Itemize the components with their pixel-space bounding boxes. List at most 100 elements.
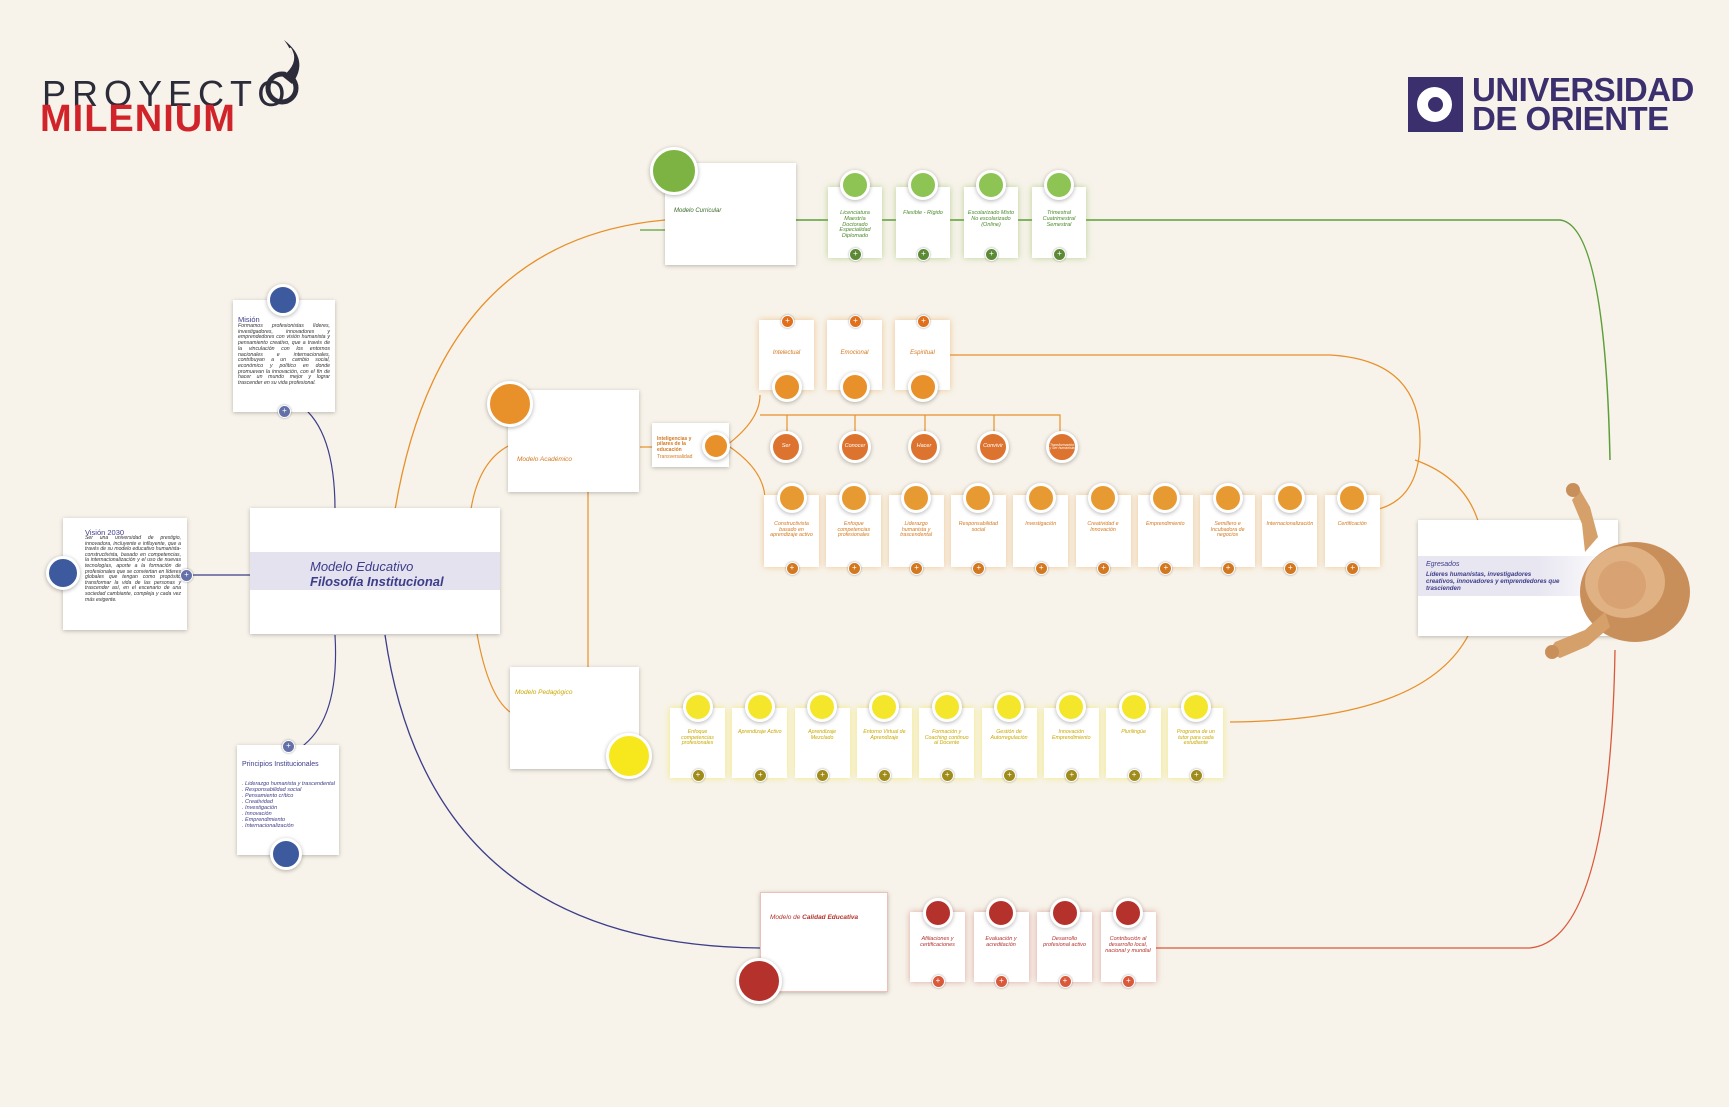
inteligencia-plus-icon[interactable]: + [849,315,862,328]
mision-card: Misión Formamos profesionistas líderes, … [233,300,335,412]
calidad-path [1150,649,1616,949]
pedagogico-item-circle [744,692,775,722]
transversalidad-label: Transversalidad [657,454,693,460]
curricular-item-plus-icon[interactable]: + [985,248,998,261]
pedagogico-item-plus-icon[interactable]: + [816,769,830,782]
pedagogico-item-plus-icon[interactable]: + [1003,769,1016,782]
calidad-item-plus-icon[interactable]: + [1122,975,1135,988]
inteligencia-label: Espiritual [910,350,935,356]
inteligencias-circle [702,432,730,460]
egresados-title: Egresados [1426,561,1460,568]
pedagogico-item-plus-icon[interactable]: + [753,769,767,782]
curricular-item-circle [840,170,870,200]
curricular-item-plus-icon[interactable]: + [917,248,930,261]
pedagogico-item-circle [994,692,1024,722]
academico-item-label: Internacionalización [1266,521,1314,527]
academico-item-label: Liderazgo humanista y trascendental [900,521,932,539]
curricular-item-label: Trimestral Cuatrimestral Semestral [1042,210,1076,228]
principio-item: . Internacionalización [242,823,294,830]
academico-item-plus-icon[interactable]: + [1097,562,1110,575]
pedagogico-item-label: Formación y Coaching continuo al Docente [924,729,969,747]
academico-item-circle [1150,483,1181,513]
academico-item-plus-icon[interactable]: + [1283,562,1297,575]
pedagogico-item-label: Enfoque competencias profesionales [681,729,714,747]
logo-milenium-text: MILENIUM [40,98,236,140]
principios-link [299,634,337,749]
pedagogico-item-circle [807,692,838,722]
calidad-item-card: Desarrollo profesional activo [1037,912,1092,982]
calidad-item-circle [1049,898,1080,928]
mision-circle [267,284,299,316]
principios-title: Principios Institucionales [242,761,319,768]
pedagogico-item-plus-icon[interactable]: + [691,769,705,782]
curricular-item-label: Licenciatura Maestría Doctorado Especial… [839,210,871,240]
academico-item-plus-icon[interactable]: + [972,562,986,575]
calidad-item-plus-icon[interactable]: + [931,975,945,988]
mision-body: Formamos profesionistas líderes, investi… [238,323,330,387]
academico-item-plus-icon[interactable]: + [1221,562,1235,575]
mision-link [299,404,336,511]
inteligencia-circle [772,372,802,402]
calidad-item-plus-icon[interactable]: + [995,975,1008,988]
uo-emblem-icon [1408,77,1463,132]
principios-plus-icon[interactable]: + [282,740,295,753]
pilar-label: Hacer [916,443,932,450]
pedagogico-item-circle [1118,692,1149,722]
academico-item-plus-icon[interactable]: + [1159,562,1173,575]
center-line2: Filosofía Institucional [310,574,444,589]
academico-item-plus-icon[interactable]: + [847,562,861,575]
academico-item-plus-icon[interactable]: + [1034,562,1048,575]
pilar-label: Conocer [844,443,866,450]
curricular-item-circle [1044,170,1074,200]
academico-item-circle [1337,483,1368,513]
outer-orbit-left-top [394,219,666,511]
pedagogico-item-plus-icon[interactable]: + [1065,769,1079,782]
uo-line2: DE ORIENTE [1472,100,1669,137]
curricular-path [795,219,1611,461]
flame-icon [265,40,300,105]
inteligencia-plus-icon[interactable]: + [781,315,794,328]
academico-item-plus-icon[interactable]: + [785,562,799,575]
principio-item: . Liderazgo humanista y trascendental [242,781,335,787]
calidad-item-circle [922,898,953,928]
pilar-circle: Transformación y Ser humanista [1046,431,1078,463]
calidad-item-plus-icon[interactable]: + [1058,975,1072,988]
calidad-item-label: Evaluación y acreditación [985,936,1017,948]
academico-item-label: Emprendimiento [1146,521,1185,527]
center-line1: Modelo Educativo [310,559,414,574]
pedagogico-item-plus-icon[interactable]: + [1189,769,1203,782]
inteligencias-card: Inteligencias y pilares de la educación … [652,423,729,467]
academico-item-circle [1088,483,1118,513]
academico-item-circle [776,483,807,513]
academico-item-plus-icon[interactable]: + [910,562,924,575]
calidad-item-label: Desarrollo profesional activo [1043,936,1086,948]
academico-item-label: Investigación [1025,521,1057,527]
inteligencia-label: Intelectual [772,350,801,356]
pedagogico-item-plus-icon[interactable]: + [1127,769,1141,782]
inteligencia-plus-icon[interactable]: + [917,315,930,328]
pilar-label: Ser [781,443,791,450]
curricular-item-plus-icon[interactable]: + [849,248,862,261]
academico-title: Modelo Académico [517,456,573,463]
pedagogico-item-circle [869,692,900,722]
calidad-title-em: Calidad Educativa [802,914,859,921]
pedagogico-item-plus-icon[interactable]: + [940,769,954,782]
logo-proyecto-text: PROYECTO [42,73,292,114]
pedagogico-item-plus-icon[interactable]: + [878,769,892,782]
academico-item-circle [1212,483,1243,513]
curricular-item-plus-icon[interactable]: + [1053,248,1066,261]
academico-circle [487,381,533,427]
vision-body: Ser una universidad de prestigio, innova… [85,535,181,603]
pilar-circle: Convivir [977,431,1009,463]
vision-plus-icon[interactable]: + [180,569,193,582]
academico-item-plus-icon[interactable]: + [1346,562,1360,575]
outer-orbit-left-bottom [384,634,761,949]
pilar-circle: Conocer [839,431,871,463]
principio-item: . Responsabilidad social [242,787,302,794]
academico-item-label: Constructivista basado en aprendizaje ac… [770,521,813,539]
academico-item-label: Semillero e Incubadora de negocios [1210,521,1245,539]
pedagogico-title: Modelo Pedagógico [515,689,573,696]
pedagogico-item-label: Innovación Emprendimiento [1052,729,1091,741]
mision-plus-icon[interactable]: + [278,405,291,418]
